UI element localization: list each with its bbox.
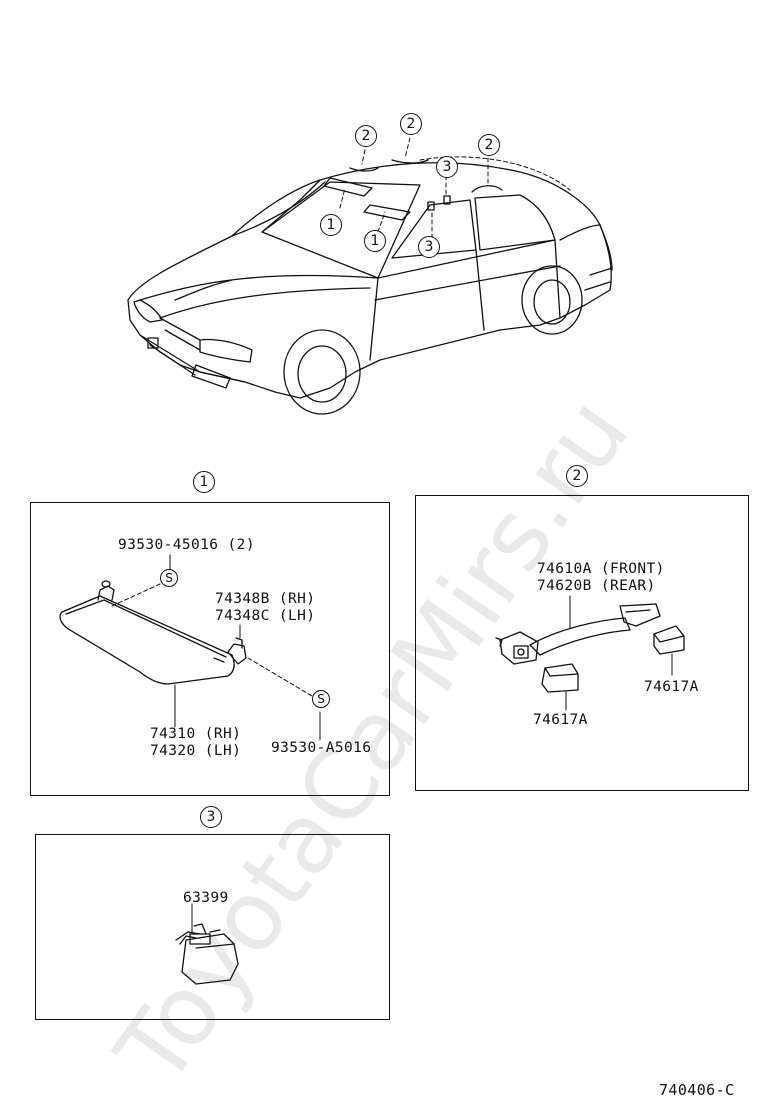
callout-2-c: 2 — [478, 134, 500, 156]
screw-b-label: 93530-A5016 — [271, 740, 372, 756]
coat-hook-drawing — [175, 903, 239, 985]
sun-visor-drawing — [59, 554, 321, 741]
callout-1-a: 1 — [320, 214, 342, 236]
clip-lh-label: 74348C (LH) — [215, 608, 316, 624]
section-2-frame — [415, 495, 749, 791]
section-1-frame — [30, 502, 390, 796]
section-3-number: 3 — [200, 806, 222, 828]
grip-rear-label: 74620B (REAR) — [537, 578, 656, 594]
callout-3-b: 3 — [418, 236, 440, 258]
section-1-number: 1 — [193, 471, 215, 493]
callout-2-a: 2 — [355, 125, 377, 147]
grip-front-label: 74610A (FRONT) — [537, 561, 665, 577]
screw-a-symbol: S — [160, 569, 178, 587]
clip-rh-label: 74348B (RH) — [215, 591, 316, 607]
callout-2-b: 2 — [400, 113, 422, 135]
visor-lh-label: 74320 (LH) — [150, 743, 242, 759]
figure-code: 740406-C — [659, 1081, 735, 1099]
callout-1-b: 1 — [364, 230, 386, 252]
visor-rh-label: 74310 (RH) — [150, 726, 242, 742]
car-illustration — [127, 137, 613, 415]
screw-a-label: 93530-45016 (2) — [118, 537, 255, 553]
part-63399-label: 63399 — [183, 890, 229, 906]
cap-left-label: 74617A — [533, 712, 588, 728]
callout-3-a: 3 — [436, 156, 458, 178]
screw-b-symbol: S — [312, 690, 330, 708]
section-3-frame — [35, 834, 390, 1020]
assist-grip-drawing — [495, 595, 685, 711]
cap-right-label: 74617A — [644, 679, 699, 695]
section-2-number: 2 — [566, 465, 588, 487]
